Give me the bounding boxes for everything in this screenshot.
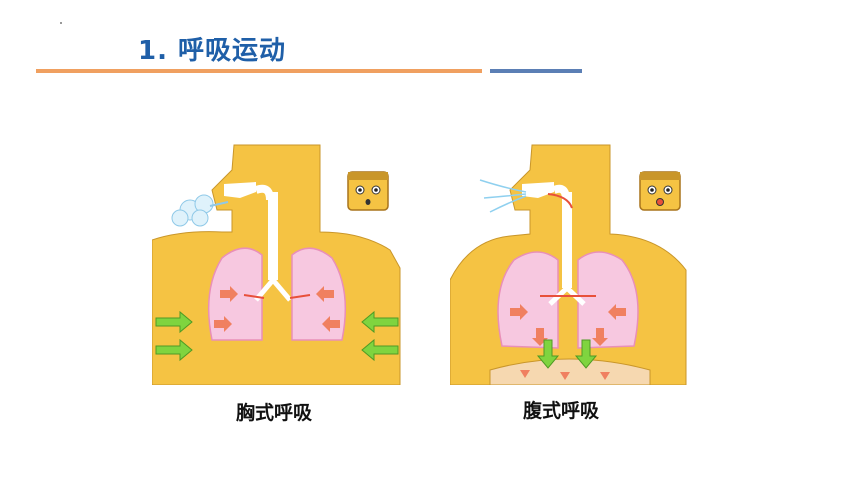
stray-dot bbox=[60, 22, 62, 24]
slide-title: 1. 呼吸运动 bbox=[138, 36, 287, 66]
title-underline-orange bbox=[36, 69, 482, 73]
chest-breathing-illustration bbox=[152, 140, 402, 385]
chest-breathing-caption: 胸式呼吸 bbox=[236, 402, 313, 424]
abdominal-breathing-caption: 腹式呼吸 bbox=[523, 400, 600, 422]
abdominal-breathing-illustration bbox=[450, 140, 700, 385]
title-underline-blue bbox=[490, 69, 582, 73]
